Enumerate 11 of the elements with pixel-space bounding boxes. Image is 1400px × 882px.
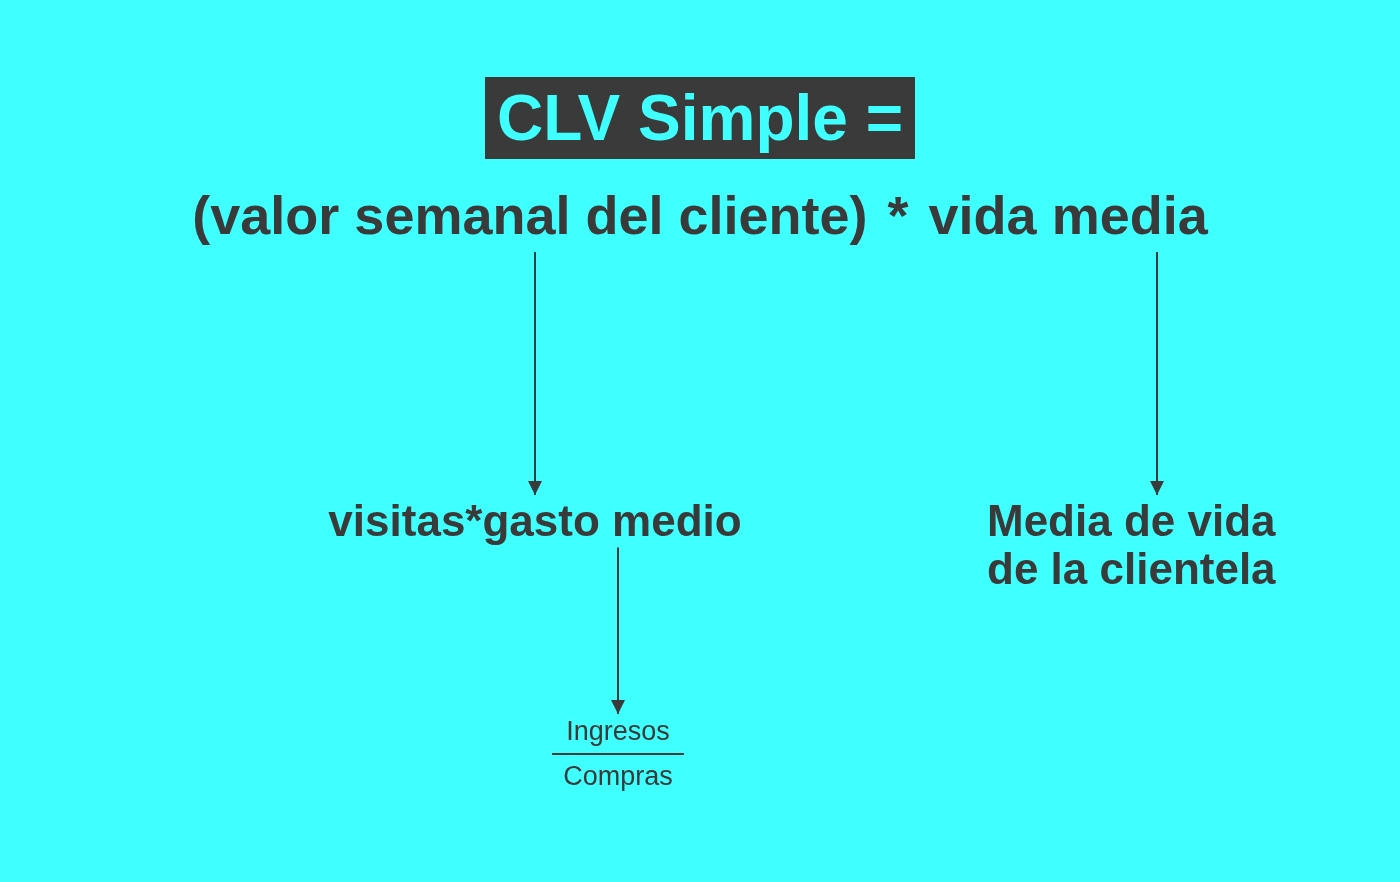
formula-term: vida media <box>928 180 1208 250</box>
formula-term: (valor semanal del cliente) <box>192 180 868 250</box>
arrow <box>1150 251 1164 496</box>
denominator: Compras <box>563 760 673 792</box>
multiply-sign: * <box>887 184 909 247</box>
arrow <box>611 546 625 715</box>
numerator: Ingresos <box>552 716 684 755</box>
arrow <box>528 251 542 496</box>
title: CLV Simple = <box>485 77 915 159</box>
formula-term: visitas*gasto medio <box>328 497 742 546</box>
formula-term: Media de vida de la clientela <box>987 497 1327 594</box>
